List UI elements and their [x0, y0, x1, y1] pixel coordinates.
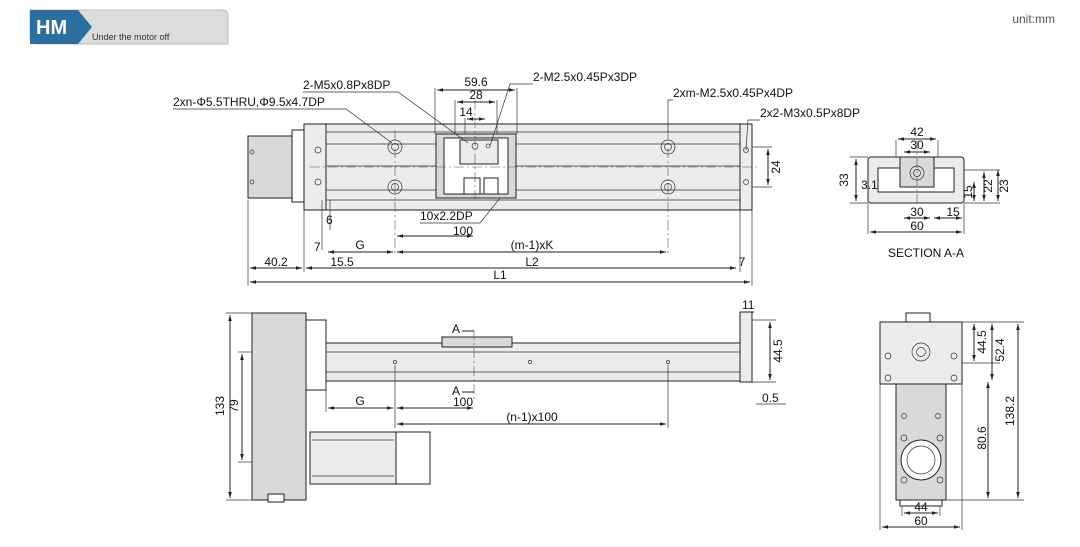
callout-m25-4dp: 2xm-M2.5x0.45Px4DP — [673, 86, 793, 100]
section-mark-bottom: A — [452, 384, 460, 398]
rail-body-side — [325, 342, 741, 382]
sec-dim-30-top: 30 — [910, 138, 924, 152]
sec-dim-30-bot: 30 — [910, 205, 924, 219]
side-dim-44-5: 44.5 — [771, 339, 785, 363]
dim-7-left: 7 — [314, 240, 321, 254]
dim-mk: (m-1)xK — [511, 238, 554, 252]
motor-vertical — [251, 312, 307, 501]
dim-28: 28 — [469, 88, 483, 102]
end-dim-44-5: 44.5 — [975, 330, 989, 354]
side-dim-133: 133 — [213, 396, 227, 416]
sec-dim-60: 60 — [910, 219, 924, 233]
section-a-a: 42 30 33 3.1 15 22 23 30 15 60 SECTION A… — [837, 125, 1011, 260]
sec-dim-15-h: 15 — [946, 205, 960, 219]
end-block-right-side — [739, 311, 753, 383]
sec-dim-23: 23 — [997, 179, 1011, 193]
sec-dim-22: 22 — [981, 179, 995, 193]
badge-subtitle: Under the motor off — [92, 32, 170, 42]
callout-thru-hole: 2xn-Φ5.5THRU,Φ9.5x4.7DP — [173, 95, 325, 109]
dim-59-6: 59.6 — [464, 75, 488, 89]
callout-m25-3dp: 2-M2.5x0.45Px3DP — [533, 70, 637, 84]
motor-body-top — [247, 135, 297, 199]
side-dim-n100: (n-1)x100 — [506, 410, 558, 424]
end-dim-60: 60 — [914, 514, 928, 528]
section-mark-top: A — [452, 322, 460, 336]
dim-7-right: 7 — [739, 255, 746, 269]
dim-l1: L1 — [493, 268, 507, 282]
unit-label: unit:mm — [1012, 12, 1055, 26]
badge-code: HM — [36, 17, 67, 39]
slider-carriage-side — [441, 336, 513, 348]
side-dim-79: 79 — [227, 399, 241, 413]
dim-15-5: 15.5 — [330, 255, 354, 269]
badge-chevron — [30, 10, 92, 44]
side-dim-0-5: 0.5 — [762, 391, 779, 405]
end-dim-52-4: 52.4 — [993, 338, 1007, 362]
section-title: SECTION A-A — [888, 246, 964, 260]
end-view: 44.5 52.4 80.6 138.2 44 60 — [879, 312, 1024, 530]
end-dim-44: 44 — [914, 500, 928, 514]
dim-l2: L2 — [525, 255, 539, 269]
sec-dim-42: 42 — [910, 125, 924, 139]
callout-slot: 10x2.2DP — [420, 209, 473, 223]
sec-dim-33: 33 — [837, 173, 851, 187]
end-dim-138-2: 138.2 — [1003, 396, 1017, 426]
top-view: 2xn-Φ5.5THRU,Φ9.5x4.7DP 2-M5x0.8Px8DP 2-… — [173, 70, 860, 286]
dim-40-2: 40.2 — [264, 255, 288, 269]
dim-24: 24 — [769, 160, 783, 174]
end-dim-80-6: 80.6 — [975, 426, 989, 450]
callout-m3-tap: 2x2-M3x0.5Px8DP — [760, 106, 860, 120]
sec-dim-15-v: 15 — [961, 185, 975, 199]
dim-100-top: 100 — [453, 224, 473, 238]
side-view: A A 133 79 11 44.5 0.5 G 100 (n-1)x100 — [213, 298, 786, 503]
end-view-block — [879, 321, 963, 385]
side-dim-g: G — [355, 394, 364, 408]
side-dim-100: 100 — [453, 395, 473, 409]
dim-g-top: G — [355, 238, 364, 252]
sec-dim-3-1: 3.1 — [861, 178, 878, 192]
dim-14: 14 — [459, 105, 473, 119]
header-badge: HM Under the motor off — [29, 9, 229, 45]
side-dim-11: 11 — [742, 298, 755, 312]
callout-m5-tap: 2-M5x0.8Px8DP — [303, 78, 390, 92]
dim-6: 6 — [326, 213, 333, 227]
